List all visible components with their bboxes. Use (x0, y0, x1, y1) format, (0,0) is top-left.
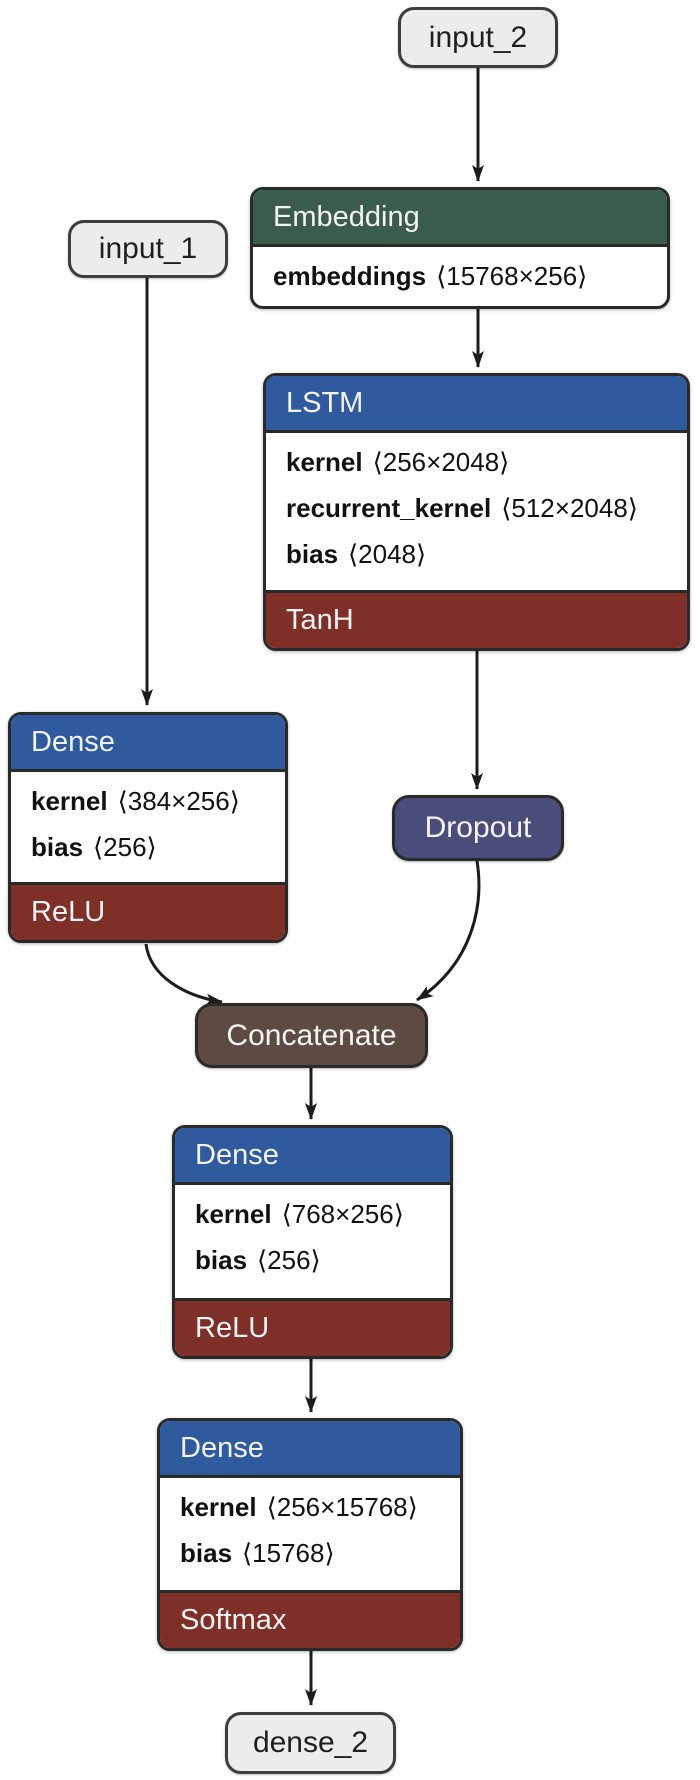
dense-left-layer-title: Dense (11, 715, 285, 772)
dense-left-activation-footer: ReLU (11, 882, 285, 940)
param-name: kernel (286, 447, 363, 477)
param-shape: ⟨2048⟩ (348, 539, 427, 569)
param-line: kernel ⟨384×256⟩ (31, 778, 265, 824)
param-line: kernel ⟨768×256⟩ (195, 1191, 430, 1237)
edge-dropout-concatenate (416, 860, 481, 1002)
lstm-layer-params: kernel ⟨256×2048⟩ recurrent_kernel ⟨512×20… (266, 433, 687, 590)
dense-bottom-layer-box: Dense kernel ⟨256×15768⟩ bias ⟨15768⟩ Soft… (157, 1418, 463, 1651)
dense-bottom-layer-params: kernel ⟨256×15768⟩ bias ⟨15768⟩ (160, 1478, 460, 1590)
dense-mid-layer-params: kernel ⟨768×256⟩ bias ⟨256⟩ (175, 1185, 450, 1298)
dense-left-layer-params: kernel ⟨384×256⟩ bias ⟨256⟩ (11, 772, 285, 882)
dense-bottom-activation-footer: Softmax (160, 1590, 460, 1648)
param-name: kernel (195, 1199, 272, 1229)
param-shape: ⟨256×15768⟩ (266, 1492, 418, 1522)
dense-mid-layer-title: Dense (175, 1128, 450, 1185)
dense-bottom-layer-title: Dense (160, 1421, 460, 1478)
dense-mid-layer-box: Dense kernel ⟨768×256⟩ bias ⟨256⟩ ReLU (172, 1125, 453, 1359)
embedding-layer-box: Embedding embeddings ⟨15768×256⟩ (250, 187, 670, 309)
param-name: embeddings (273, 261, 427, 291)
param-shape: ⟨15768×256⟩ (436, 261, 588, 291)
param-name: bias (180, 1538, 233, 1568)
param-line: recurrent_kernel ⟨512×2048⟩ (286, 485, 667, 531)
lstm-layer-box: LSTM kernel ⟨256×2048⟩ recurrent_kernel ⟨5… (263, 373, 690, 651)
embedding-layer-params: embeddings ⟨15768×256⟩ (253, 247, 667, 306)
dense-2-label: dense_2 (252, 1726, 369, 1759)
input-2-label: input_2 (428, 20, 528, 54)
param-line: bias ⟨256⟩ (195, 1237, 430, 1283)
dense-mid-activation-footer: ReLU (175, 1298, 450, 1356)
concatenate-label: Concatenate (226, 1018, 397, 1052)
param-name: recurrent_kernel (286, 493, 492, 523)
param-name: bias (195, 1245, 248, 1275)
param-shape: ⟨512×2048⟩ (501, 493, 638, 523)
param-line: kernel ⟨256×15768⟩ (180, 1484, 440, 1530)
param-line: embeddings ⟨15768×256⟩ (273, 253, 647, 299)
dropout-label: Dropout (424, 811, 532, 844)
param-line: bias ⟨256⟩ (31, 824, 265, 870)
input-2-node: input_2 (398, 7, 558, 68)
param-line: bias ⟨15768⟩ (180, 1530, 440, 1576)
param-shape: ⟨256⟩ (257, 1245, 321, 1275)
lstm-layer-title: LSTM (266, 376, 687, 433)
param-line: kernel ⟨256×2048⟩ (286, 439, 667, 485)
param-name: bias (31, 832, 84, 862)
concatenate-node: Concatenate (195, 1003, 428, 1068)
param-shape: ⟨256×2048⟩ (372, 447, 510, 477)
lstm-activation-footer: TanH (266, 590, 687, 648)
input-1-node: input_1 (68, 220, 228, 278)
param-shape: ⟨15768⟩ (242, 1538, 335, 1568)
edge-dense-concatenate (144, 943, 223, 1006)
param-name: kernel (31, 786, 108, 816)
dropout-node: Dropout (392, 795, 564, 861)
param-shape: ⟨384×256⟩ (117, 786, 240, 816)
param-shape: ⟨256⟩ (93, 832, 157, 862)
input-1-label: input_1 (98, 232, 198, 265)
param-line: bias ⟨2048⟩ (286, 531, 667, 577)
embedding-layer-title: Embedding (253, 190, 667, 247)
param-shape: ⟨768×256⟩ (281, 1199, 404, 1229)
dense-2-output-node: dense_2 (225, 1712, 396, 1774)
dense-left-layer-box: Dense kernel ⟨384×256⟩ bias ⟨256⟩ ReLU (8, 712, 288, 943)
param-name: kernel (180, 1492, 257, 1522)
param-name: bias (286, 539, 339, 569)
